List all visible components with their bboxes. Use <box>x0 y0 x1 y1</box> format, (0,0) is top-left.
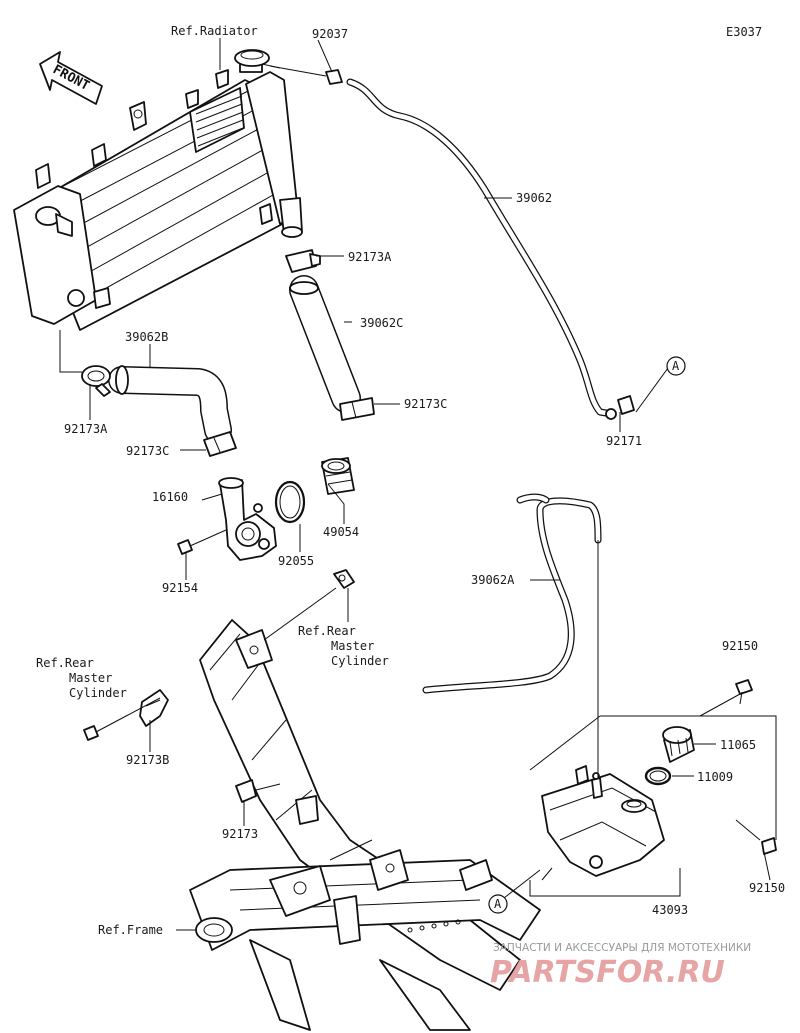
label-ref-rear-right-1: Ref.Rear <box>298 624 356 638</box>
leader-lines <box>59 38 777 931</box>
label-ref-frame: Ref.Frame <box>98 923 163 937</box>
marker-a-top: A <box>666 356 686 376</box>
clamp-92173c-left <box>203 431 237 457</box>
thermostat-housing-16160 <box>218 477 277 561</box>
label-ref-radiator: Ref.Radiator <box>171 24 258 38</box>
label-92173a-left: 92173A <box>64 422 108 436</box>
label-39062: 39062 <box>516 191 552 205</box>
label-92171: 92171 <box>606 434 642 448</box>
reservoir-tank-43093 <box>541 765 665 877</box>
label-11065: 11065 <box>720 738 756 752</box>
clamp-92173a-top <box>285 249 321 273</box>
bolt-92150-top <box>735 679 753 705</box>
thermostat-49054 <box>321 457 355 495</box>
hose-39062c <box>289 275 361 413</box>
label-92173b: 92173B <box>126 753 169 767</box>
bolt-92154 <box>177 529 227 555</box>
clamp-92173c-right <box>339 397 375 421</box>
oring-92055 <box>274 480 306 524</box>
bolt-left <box>83 697 161 741</box>
hose-39062 <box>346 78 616 418</box>
clamp-92173a-left <box>81 365 111 397</box>
label-11009: 11009 <box>697 770 733 784</box>
clamp-92171 <box>605 395 635 420</box>
seal-11009 <box>644 766 672 786</box>
label-49054: 49054 <box>323 525 359 539</box>
grommet-92173 <box>235 779 281 803</box>
label-39062c: 39062C <box>360 316 403 330</box>
label-92055: 92055 <box>278 554 314 568</box>
label-92173c-right: 92173C <box>404 397 447 411</box>
label-92173c-left: 92173C <box>126 444 169 458</box>
label-39062a: 39062A <box>471 573 515 587</box>
bracket-ref-rear <box>263 569 355 641</box>
label-92173a-top: 92173A <box>348 250 392 264</box>
radiator <box>13 49 303 331</box>
watermark-tagline: ЗАПЧАСТИ И АКСЕССУАРЫ ДЛЯ МОТОТЕХНИКИ <box>493 942 751 954</box>
label-ref-rear-left-2: Master <box>69 671 112 685</box>
label-ref-rear-left-3: Cylinder <box>69 686 127 700</box>
radiator-fins <box>189 87 245 153</box>
frame <box>189 619 541 1031</box>
label-92150-bottom: 92150 <box>749 881 785 895</box>
label-ref-rear-right-2: Master <box>331 639 374 653</box>
diagram-code: E3037 <box>726 25 762 39</box>
clip-92037 <box>269 65 343 85</box>
label-16160: 16160 <box>152 490 188 504</box>
clamp-92173b <box>139 689 169 727</box>
marker-a-top-label: A <box>672 359 680 373</box>
label-92154: 92154 <box>162 581 198 595</box>
marker-a-bottom: A <box>488 894 508 914</box>
label-ref-rear-right-3: Cylinder <box>331 654 389 668</box>
watermark-brand: PARTSFOR.RU <box>490 955 725 990</box>
label-92173: 92173 <box>222 827 258 841</box>
cap-11065 <box>662 726 695 763</box>
hose-39062b <box>108 365 232 444</box>
label-92037: 92037 <box>312 27 348 41</box>
front-arrow-icon: FRONT <box>39 51 103 105</box>
label-92150-top: 92150 <box>722 639 758 653</box>
label-39062b: 39062B <box>125 330 168 344</box>
label-ref-rear-left-1: Ref.Rear <box>36 656 94 670</box>
marker-a-bottom-label: A <box>494 897 502 911</box>
hose-39062a <box>422 493 602 694</box>
label-43093: 43093 <box>652 903 688 917</box>
bolt-92150-bottom <box>761 837 777 855</box>
